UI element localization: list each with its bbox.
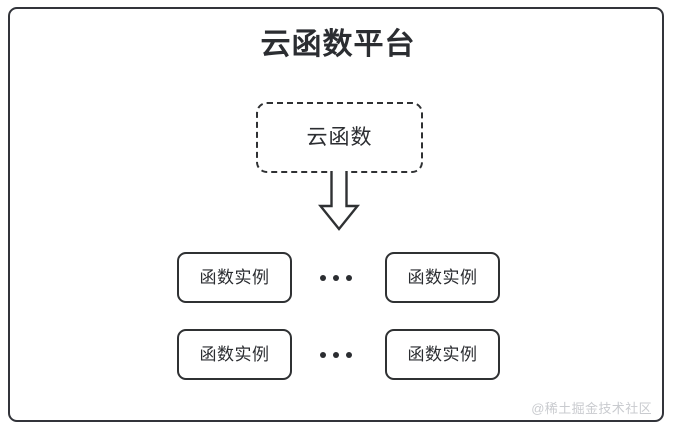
ellipsis-separator bbox=[304, 252, 368, 303]
cloud-function-label: 云函数 bbox=[306, 126, 373, 149]
watermark: @稀土掘金技术社区 bbox=[531, 401, 652, 416]
page-title: 云函数平台 bbox=[260, 28, 416, 61]
cloud-function-node: 云函数 bbox=[256, 102, 423, 173]
function-instance-box: 函数实例 bbox=[385, 252, 500, 303]
function-instance-label: 函数实例 bbox=[199, 268, 270, 287]
ellipsis-dot bbox=[320, 274, 326, 281]
ellipsis-dot bbox=[320, 351, 326, 358]
function-instance-box: 函数实例 bbox=[385, 329, 500, 380]
ellipsis-dot bbox=[346, 274, 352, 281]
function-instance-label: 函数实例 bbox=[407, 345, 478, 364]
ellipsis-dot bbox=[333, 274, 339, 281]
function-instance-label: 函数实例 bbox=[199, 345, 270, 364]
down-arrow-icon bbox=[317, 171, 361, 231]
function-instance-label: 函数实例 bbox=[407, 268, 478, 287]
ellipsis-dot bbox=[346, 351, 352, 358]
function-instance-box: 函数实例 bbox=[177, 329, 292, 380]
ellipsis-dot bbox=[333, 351, 339, 358]
ellipsis-separator bbox=[304, 329, 368, 380]
function-instance-box: 函数实例 bbox=[177, 252, 292, 303]
